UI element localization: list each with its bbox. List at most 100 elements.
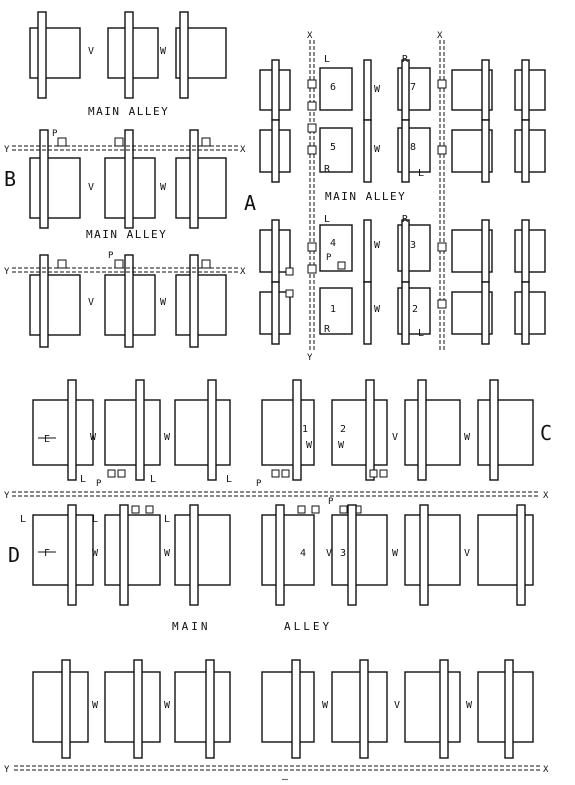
mark-n7: 7 (410, 82, 416, 93)
mark-v: V (88, 182, 94, 193)
mark-r: R (324, 324, 331, 335)
mark-r: R (402, 54, 409, 65)
roller (124, 254, 134, 348)
section-a (259, 59, 546, 345)
mark-n6: 6 (330, 82, 336, 93)
roller (189, 254, 199, 348)
shaft-middle (12, 491, 540, 497)
mark-v: V (464, 548, 470, 559)
pulley-label: P (96, 479, 102, 489)
mark-w: W (160, 297, 167, 308)
roller (363, 219, 372, 283)
roller (39, 254, 49, 348)
mark-w: W (374, 144, 381, 155)
line-end-y: Y (4, 765, 10, 775)
frame (319, 287, 353, 335)
mark-n3: 3 (410, 240, 416, 251)
roller (439, 659, 449, 759)
roller (521, 219, 530, 283)
frame (174, 671, 231, 743)
mark-n4: 4 (300, 548, 306, 559)
frame (331, 514, 388, 586)
shafts-b (12, 145, 238, 273)
roller (521, 119, 530, 183)
mark-w: W (90, 432, 97, 443)
mark-r: R (324, 164, 331, 175)
roller (135, 379, 145, 481)
mark-w: W (322, 700, 329, 711)
mark-w: W (374, 240, 381, 251)
mark-f: F (44, 548, 50, 559)
pulley-label: P (328, 497, 334, 507)
mark-n8: 8 (410, 142, 416, 153)
pulley-label: P (256, 479, 262, 489)
mark-n3: 3 (340, 548, 346, 559)
frame (104, 399, 161, 466)
mark-l: L (20, 514, 26, 525)
roller (271, 219, 280, 283)
mark-l: L (80, 474, 86, 485)
roller (363, 59, 372, 121)
frame (319, 224, 353, 272)
frame (29, 157, 81, 219)
roller (67, 379, 77, 481)
roller (365, 379, 375, 481)
line-end-x: X (543, 765, 549, 775)
frame (175, 157, 227, 219)
frame (29, 274, 81, 336)
mark-r: R (402, 214, 409, 225)
roller (489, 379, 499, 481)
roller (39, 129, 49, 229)
pulleys-c (107, 469, 388, 514)
frame (404, 514, 461, 586)
alley-label-mid: MAIN ALLEY (86, 228, 167, 241)
pulley-label: P (52, 129, 58, 139)
alley-label-bottom-alley: ALLEY (284, 620, 332, 633)
roller (292, 379, 302, 481)
roller (504, 659, 514, 759)
mark-l: L (324, 214, 330, 225)
footer-mark: — (282, 774, 289, 785)
frame (104, 671, 161, 743)
section-letter-b: B (4, 167, 16, 191)
alley-label-bottom-main: MAIN (172, 620, 211, 633)
mark-l: L (226, 474, 232, 485)
arrow-icons (38, 437, 56, 553)
mark-n4: 4 (330, 238, 336, 249)
roller (401, 219, 410, 283)
roller (401, 59, 410, 121)
mark-l: L (418, 328, 424, 339)
mark-l: L (164, 514, 170, 525)
line-end-x: X (437, 31, 443, 41)
mark-w: W (466, 700, 473, 711)
mark-w: W (160, 46, 167, 57)
mark-w: W (164, 432, 171, 443)
roller (271, 119, 280, 183)
pulleys-b (57, 137, 211, 269)
mark-v: V (392, 432, 398, 443)
mark-w: W (374, 84, 381, 95)
line-end-y: Y (4, 145, 10, 155)
roller (205, 659, 215, 759)
frame (404, 671, 461, 743)
line-end-y: Y (4, 491, 10, 501)
frame (319, 127, 353, 173)
roller (275, 504, 285, 606)
mark-n5: 5 (330, 142, 336, 153)
section-letter-c: C (540, 421, 552, 445)
mark-l: L (324, 54, 330, 65)
roller (481, 281, 490, 345)
roller (363, 119, 372, 183)
mark-w: W (464, 432, 471, 443)
line-end-y: Y (307, 353, 313, 363)
mark-v: V (88, 297, 94, 308)
mark-w: W (160, 182, 167, 193)
line-end-x: X (240, 267, 246, 277)
roller (124, 11, 134, 99)
mark-w: W (92, 548, 99, 559)
roller (481, 219, 490, 283)
mark-w: W (164, 548, 171, 559)
section-c (32, 379, 534, 481)
roller (179, 11, 189, 99)
